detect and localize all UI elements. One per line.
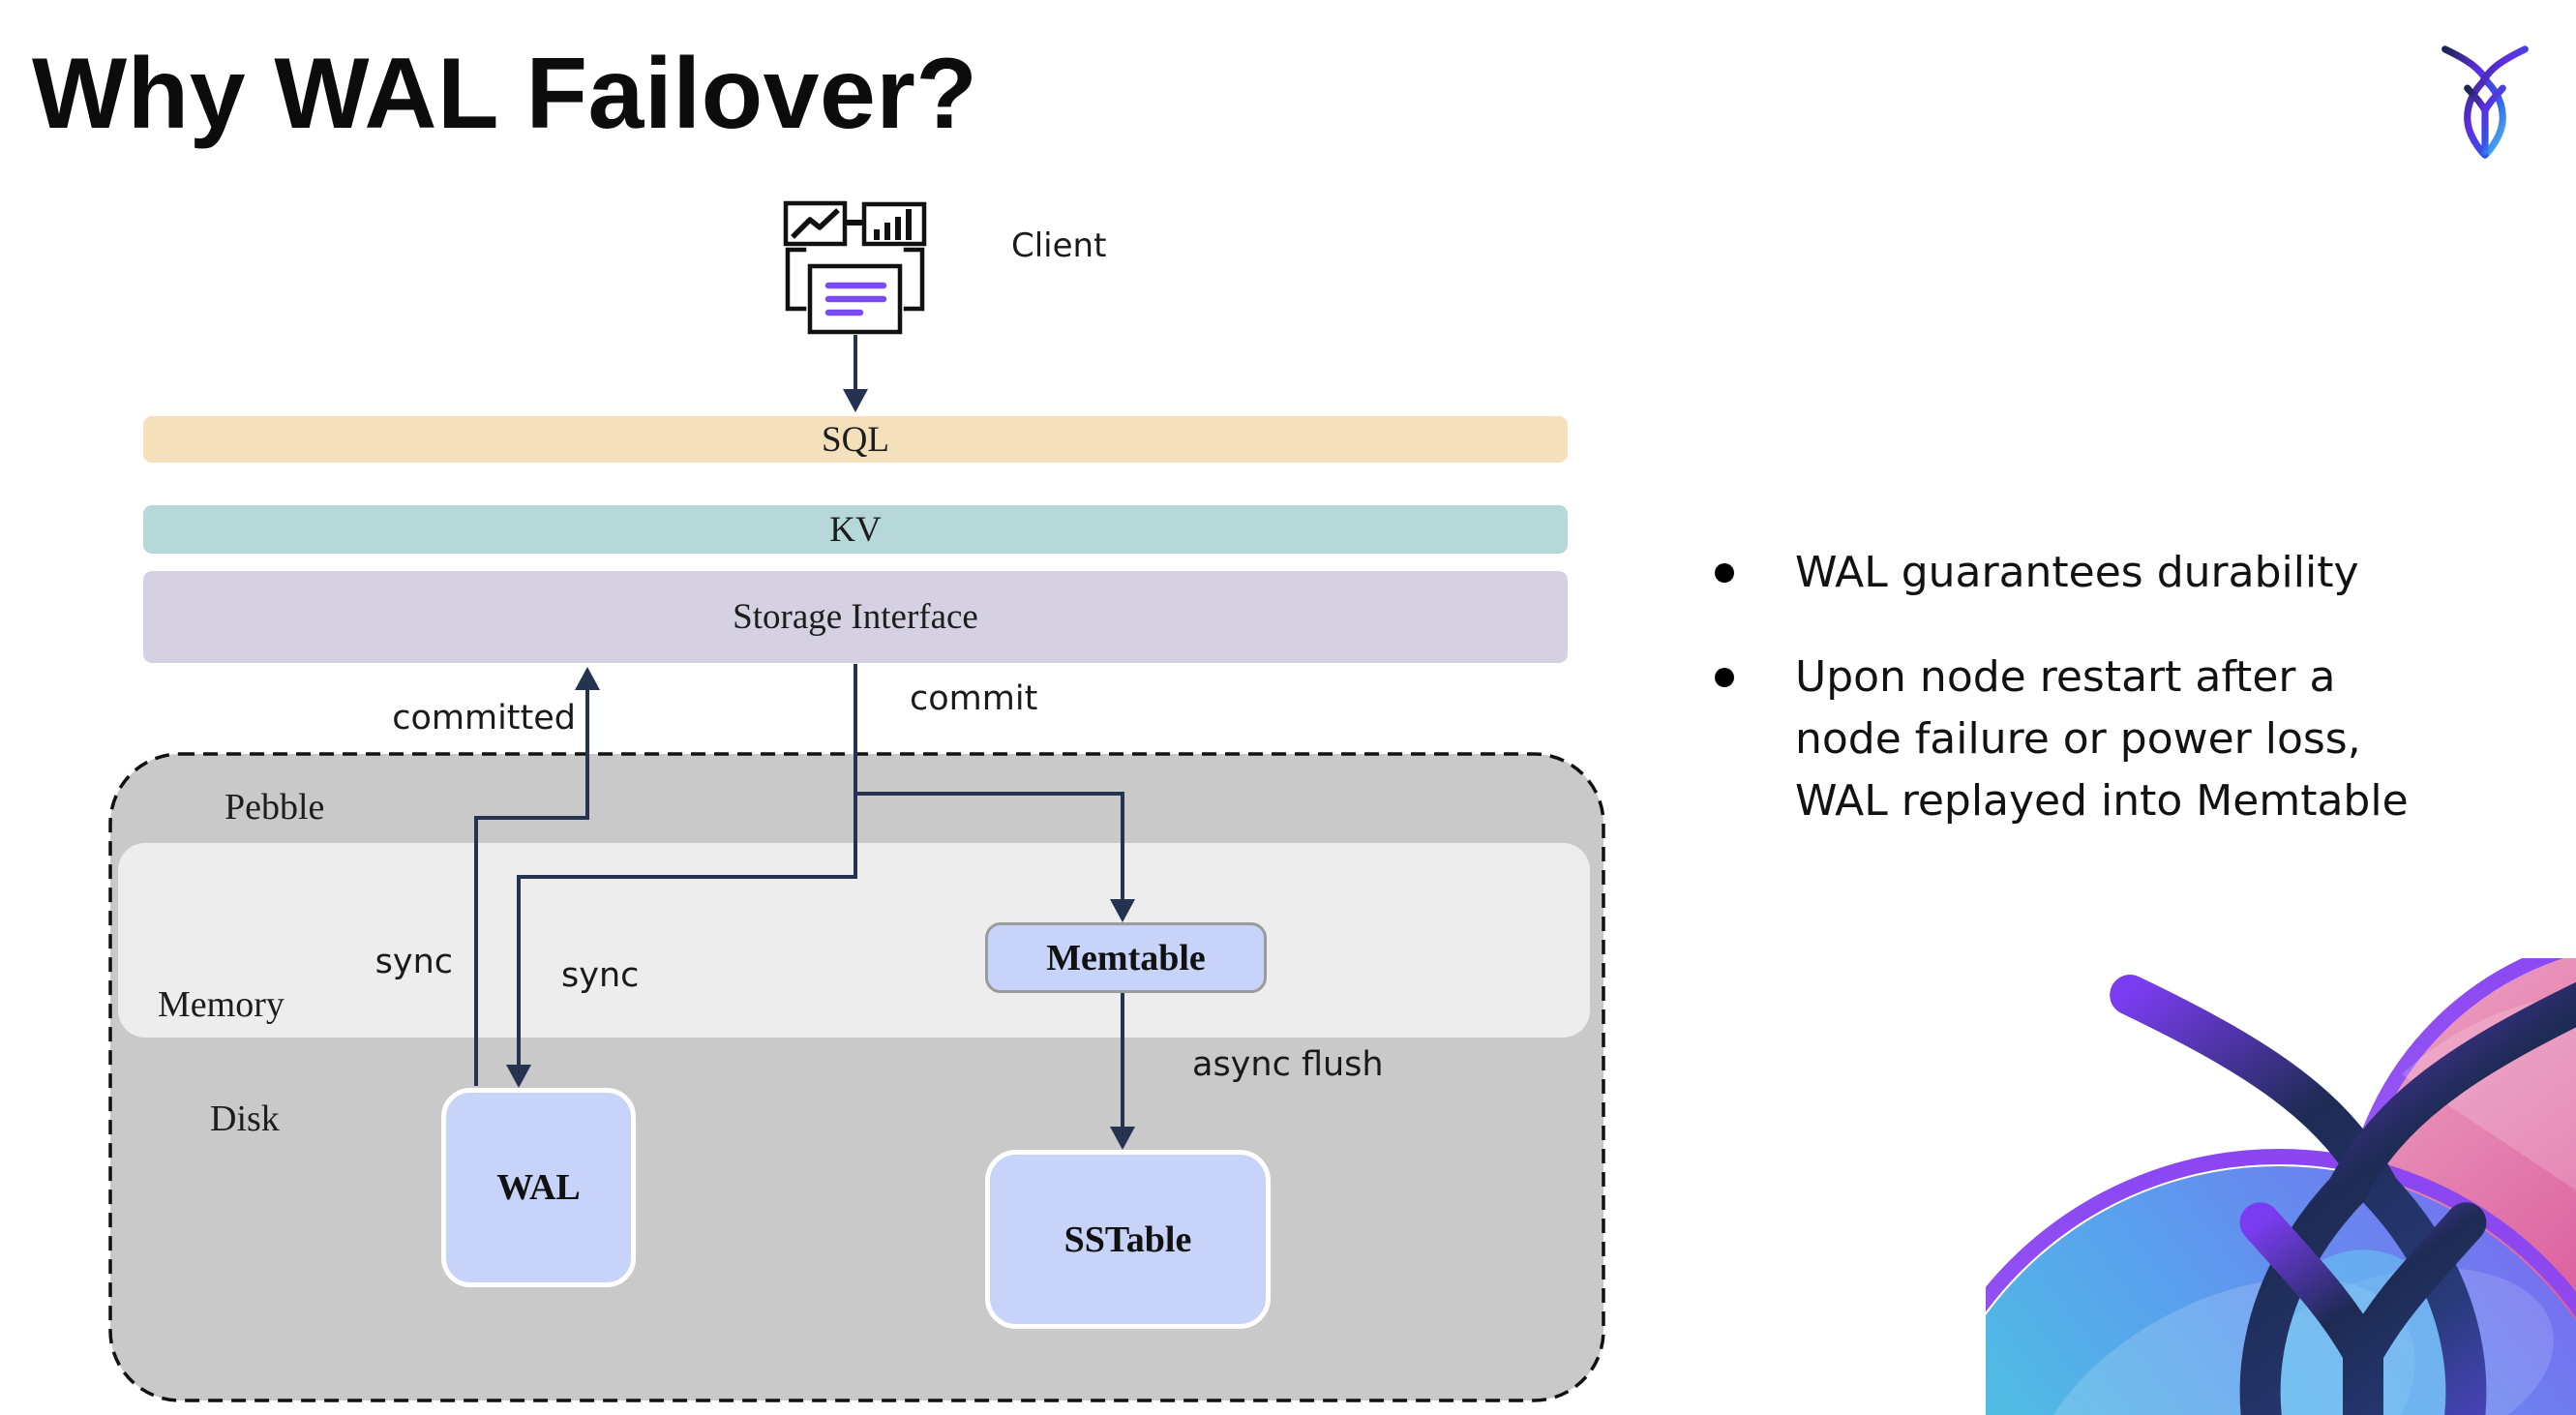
bar-chart-bars: [874, 209, 912, 240]
node-wal: WAL: [441, 1088, 636, 1287]
node-memtable: Memtable: [985, 922, 1267, 993]
client-icon: [783, 200, 927, 335]
arrow-commit-memtable: [855, 792, 1135, 922]
node-sstable-label: SSTable: [1063, 1219, 1192, 1260]
edge-label-sync-wal-down: sync: [561, 956, 640, 995]
bullet-list: WAL guarantees durability Upon node rest…: [1699, 542, 2454, 875]
layer-kv-label: KV: [829, 509, 882, 550]
layer-bar-storage-interface: Storage Interface: [143, 571, 1568, 663]
bullet-item: WAL guarantees durability: [1699, 542, 2454, 604]
arrow-commit-sync-wal: [506, 664, 857, 1088]
edge-label-async-flush: async flush: [1192, 1045, 1384, 1084]
cockroachdb-logo-icon: [2441, 45, 2529, 159]
bracket-left-icon: [785, 247, 807, 312]
teal-sphere-rim: [1986, 1149, 2576, 1318]
diagram-arrows: [474, 335, 1135, 1150]
pebble-label: Pebble: [225, 787, 325, 828]
edge-label-sync-wal-up: sync: [374, 943, 453, 981]
bracket-right-icon: [903, 247, 925, 312]
node-wal-label: WAL: [496, 1167, 581, 1208]
giant-cockroach-glyph: [2110, 974, 2576, 1415]
layer-bar-sql: SQL: [143, 416, 1568, 463]
line-chart-zigzag: [791, 208, 840, 239]
edge-label-committed: committed: [392, 699, 576, 738]
page-title: Why WAL Failover?: [32, 38, 978, 150]
layer-storage-label: Storage Interface: [733, 597, 978, 637]
node-memtable-label: Memtable: [1046, 937, 1206, 978]
node-sstable: SSTable: [985, 1150, 1271, 1329]
memory-label: Memory: [158, 984, 285, 1025]
arrow-committed: [474, 667, 600, 1086]
client-label: Client: [1011, 226, 1107, 265]
disk-label: Disk: [210, 1099, 280, 1139]
edge-label-commit: commit: [910, 679, 1038, 718]
document-text-lines: [824, 282, 887, 316]
brand-art-decoration: [1986, 958, 2576, 1415]
layer-bar-kv: KV: [143, 505, 1568, 554]
layer-sql-label: SQL: [822, 419, 889, 460]
bar-chart-icon: [861, 201, 927, 247]
bullet-item: Upon node restart after a node failure o…: [1699, 647, 2454, 832]
